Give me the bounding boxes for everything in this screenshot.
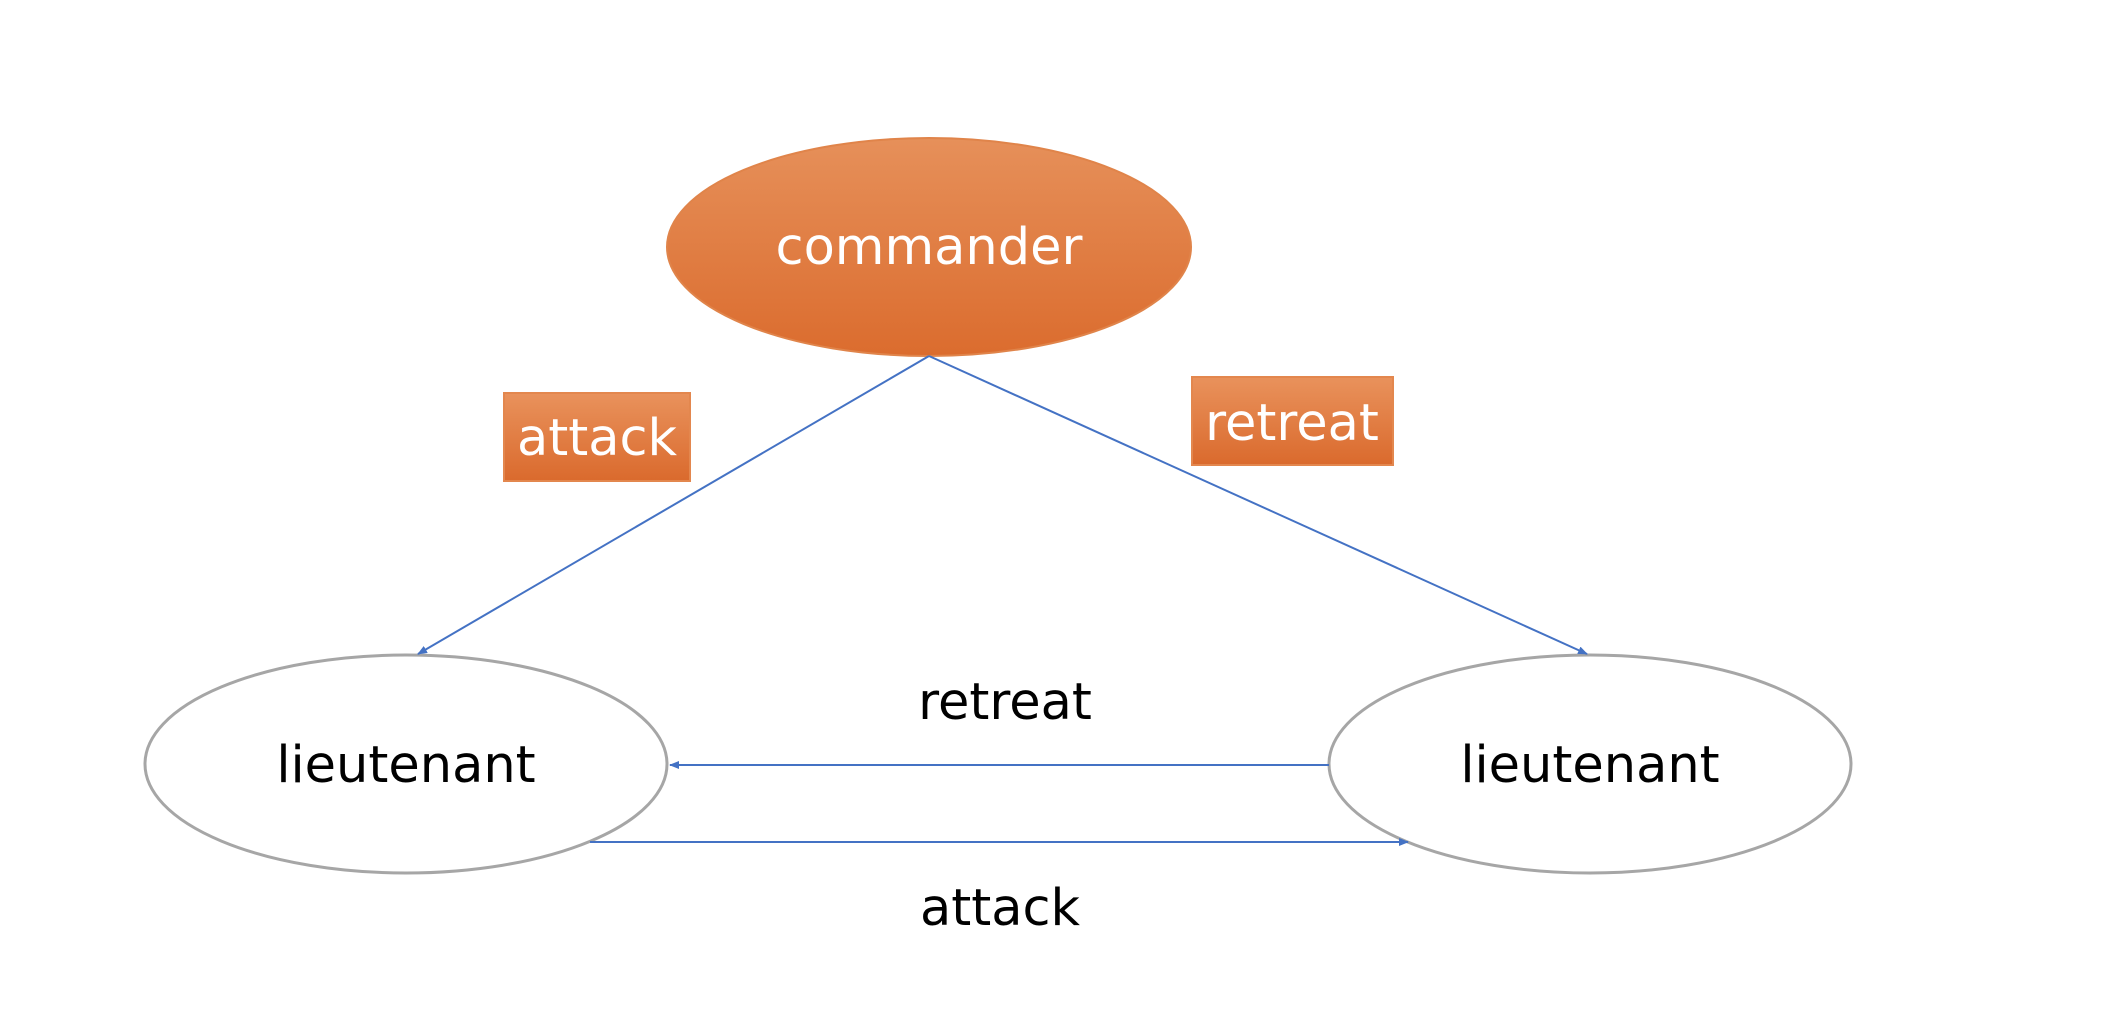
lieutenant-right-node: lieutenant: [1327, 653, 1853, 875]
commander-label: commander: [776, 218, 1083, 277]
label-box-retreat: retreat: [1191, 376, 1394, 466]
edge-right-to-left-label: retreat: [918, 673, 1092, 732]
edge-left-to-right-label: attack: [920, 879, 1081, 938]
edge-commander-to-right-label: retreat: [1205, 394, 1379, 453]
lieutenant-left-node: lieutenant: [143, 653, 669, 875]
label-box-attack: attack: [503, 392, 691, 482]
edge-commander-to-right-arrow: [928, 355, 1588, 655]
lieutenant-right-label: lieutenant: [1460, 736, 1719, 795]
lieutenant-left-label: lieutenant: [276, 736, 535, 795]
edge-commander-to-left-arrow: [417, 355, 930, 655]
commander-node: commander: [666, 137, 1192, 357]
edge-commander-to-left-label: attack: [517, 409, 678, 468]
